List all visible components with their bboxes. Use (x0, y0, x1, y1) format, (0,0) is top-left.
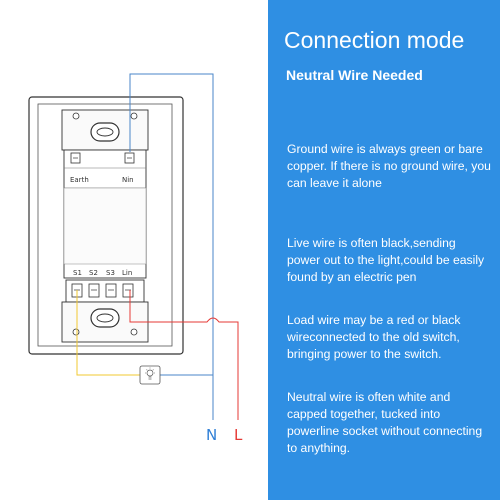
upper-screw-slot (90, 122, 120, 142)
lower-right-screw-hole (130, 328, 138, 336)
lin-terminal-label: Lin (122, 269, 132, 277)
ground-wire-note: Ground wire is always green or bare copp… (287, 142, 491, 190)
panel-subtitle: Neutral Wire Needed (286, 67, 423, 83)
wiring-diagram: Earth Nin S1 S2 S3 Lin N L (28, 73, 243, 444)
load-wire (76, 290, 140, 376)
upper-right-screw-hole (130, 112, 138, 120)
switch-frame (37, 103, 173, 347)
upper-left-screw-hole (72, 112, 80, 120)
light-bulb-icon (139, 365, 161, 385)
live-wire-note: Live wire is often black,sending power o… (287, 236, 485, 284)
nin-terminal-label: Nin (122, 176, 134, 184)
neutral-wire-note: Neutral wire is often white and capped t… (287, 390, 483, 455)
s2-terminal-label: S2 (89, 269, 98, 277)
lower-left-screw-hole (72, 328, 80, 336)
s2-terminal-screw (88, 283, 100, 298)
info-panel: Connection mode Neutral Wire Needed Grou… (268, 0, 500, 500)
ground-wire (129, 73, 214, 318)
earth-terminal-label: Earth (70, 176, 89, 184)
load-wire-note: Load wire may be a red or black wireconn… (287, 313, 461, 361)
live-wire (129, 290, 239, 420)
s1-terminal-label: S1 (73, 269, 82, 277)
lower-screw-slot (90, 308, 120, 328)
panel-title: Connection mode (284, 27, 465, 53)
s3-terminal-label: S3 (106, 269, 115, 277)
lin-terminal-screw (122, 283, 134, 298)
s3-terminal-screw (105, 283, 117, 298)
neutral-wire-label: N (206, 426, 217, 444)
live-wire-label: L (234, 426, 243, 444)
